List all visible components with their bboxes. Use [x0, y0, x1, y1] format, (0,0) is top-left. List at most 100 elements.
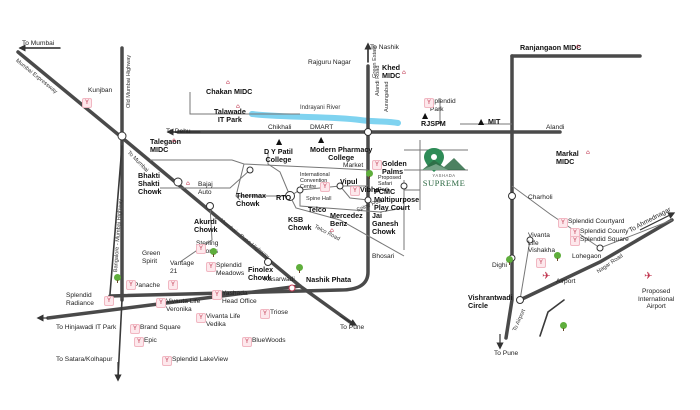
label-mit: MIT — [488, 117, 501, 126]
satara-road — [117, 299, 123, 379]
factory-icon: ⌂ — [172, 137, 176, 144]
label-yashada-head-office: Yashada Head Office — [222, 290, 257, 305]
label-splendid-park: Splendid Park — [430, 98, 456, 113]
yashada-project-icon: Y — [260, 309, 270, 319]
label-rto: RTO — [276, 193, 292, 202]
yashada-project-icon: Y — [558, 218, 568, 228]
label-nashik-phata: Nashik Phata — [306, 275, 352, 284]
label-panache: Panache — [134, 282, 161, 289]
yashada-project-icon: Y — [162, 356, 172, 366]
label-thermax: Thermax Chowk — [236, 191, 266, 209]
yashada-project-icon: Y — [196, 244, 206, 254]
yashada-project-icon: Y — [372, 160, 382, 170]
label-khed-midc: Khed MIDC — [382, 63, 401, 81]
label-market: Market — [343, 162, 364, 169]
label-alandi: Alandi — [546, 124, 565, 131]
yashada-project-icon: Y — [82, 98, 92, 108]
label-talegaon-midc: Talegaon MIDC — [150, 137, 182, 155]
label-dighi: Dighi — [492, 262, 508, 269]
road-green-estate: Green Estate — [372, 45, 378, 78]
label-vivanta-vishakha: Vivanta Life Vishakha — [528, 232, 556, 255]
label-ranjangaon: Ranjangaon MIDC — [520, 43, 582, 52]
factory-icon: ⌂ — [236, 103, 240, 110]
label-bluewoods: BlueWoods — [252, 337, 286, 344]
yashada-project-icon: Y — [350, 186, 360, 196]
developer-name: YASHADA — [432, 173, 456, 178]
yashada-project-icon: Y — [126, 280, 136, 290]
dest-pune-right: To Pune — [494, 350, 519, 357]
label-kasarwadi: Kasarwadi — [264, 276, 295, 283]
label-vibha: Vibha — [360, 185, 380, 194]
yashada-project-icon: Y — [130, 324, 140, 334]
tree-icon — [560, 322, 567, 331]
yashada-project-icon: Y — [134, 337, 144, 347]
yashada-project-icon: Y — [168, 280, 178, 290]
label-sterling-blooms: Sterling Blooms — [196, 240, 219, 255]
tree-icon — [296, 264, 303, 273]
label-splendid-courtyard: Splendid Courtyard — [568, 218, 625, 225]
label-chikhali: Chikhali — [268, 124, 292, 131]
label-chakan-midc: Chakan MIDC — [206, 87, 253, 96]
factory-icon: ⌂ — [576, 43, 580, 50]
label-airport: Airport — [556, 278, 576, 285]
label-pcmc-play-court: PCMC Multipurpose Play Court — [374, 187, 420, 213]
yashada-project-icon: Y — [196, 313, 206, 323]
label-rjspm: RJSPM — [421, 119, 446, 128]
dest-pune-center: To Pune — [340, 324, 365, 331]
label-epic: Epic — [144, 337, 157, 344]
airplane-icon: ✈ — [542, 271, 551, 282]
label-markal-midc: Markal MIDC — [556, 149, 579, 167]
label-vivanta-vedika: Vivanta Life Vedika — [206, 313, 241, 328]
label-intl-convention: International Convention Centre — [300, 172, 330, 190]
label-green-spirit: Green Spirit — [142, 250, 161, 265]
tree-icon — [114, 274, 121, 283]
label-bhosari: Bhosari — [372, 253, 395, 260]
project-logo-mark — [422, 158, 466, 170]
road-old-mumbai-highway: Old Mumbai Highway — [126, 54, 132, 108]
tree-icon — [554, 252, 561, 261]
yashada-project-icon: Y — [424, 98, 434, 108]
label-talawade: Talawade IT Park — [214, 107, 246, 125]
factory-icon: ⌂ — [186, 180, 190, 187]
graduation-cap-icon: ▲ — [318, 135, 325, 144]
road-indrayani-river: Indrayani River — [300, 105, 341, 111]
label-splendid-meadows: Splendid Meadows — [216, 262, 245, 277]
hinjawadi-road — [46, 284, 302, 320]
nagar-road — [518, 218, 674, 302]
label-spine-hall: Spine Hall — [306, 196, 332, 202]
label-brand-square: Brand Square — [140, 324, 181, 331]
label-bajaj-auto: Bajaj Auto — [198, 181, 213, 196]
indrayani-river — [249, 111, 401, 126]
graduation-cap-icon: ▲ — [276, 137, 283, 146]
tree-icon — [210, 248, 217, 257]
label-telco: Telco — [308, 205, 327, 214]
yashada-project-icon: Y — [570, 236, 580, 246]
label-rajguru-nagar: Rajguru Nagar — [308, 59, 351, 66]
yashada-project-icon: Y — [212, 290, 222, 300]
label-triose: Triose — [270, 309, 289, 316]
alandi-pune-road — [504, 54, 514, 340]
yashada-project-icon: Y — [320, 182, 330, 192]
label-jai-ganesh: Jai Ganesh Chowk — [372, 211, 399, 237]
graduation-cap-icon: ▲ — [478, 117, 485, 126]
label-lohegaon: Lohegaon — [572, 253, 602, 260]
factory-icon: ⌂ — [330, 227, 334, 234]
label-kunjban: Kunjban — [88, 87, 113, 94]
label-vipul: Vipul — [340, 177, 358, 186]
tree-icon — [506, 256, 513, 265]
label-splendid-county: Splendid County — [580, 228, 629, 235]
label-ksb: KSB Chowk — [288, 215, 312, 233]
dest-dehu: To Dehu — [166, 128, 191, 135]
label-vantage-21: Vantage 21 — [170, 260, 195, 275]
label-finolex: Finolex Chowk — [248, 265, 274, 283]
label-splendid-lakeview: Splendid LakeView — [172, 356, 228, 363]
label-vishrantwadi: Vishrantwadi Circle — [468, 293, 513, 311]
label-dy-patil: D Y Patil College — [264, 147, 293, 165]
factory-icon: ⌂ — [402, 69, 406, 76]
label-vivanta-veronika: Vivanta Life Veronika — [166, 298, 201, 313]
aurangabad-highway-road — [108, 64, 370, 298]
yashada-project-icon: Y — [536, 258, 546, 268]
label-splendid-square: Splendid Square — [580, 236, 629, 243]
